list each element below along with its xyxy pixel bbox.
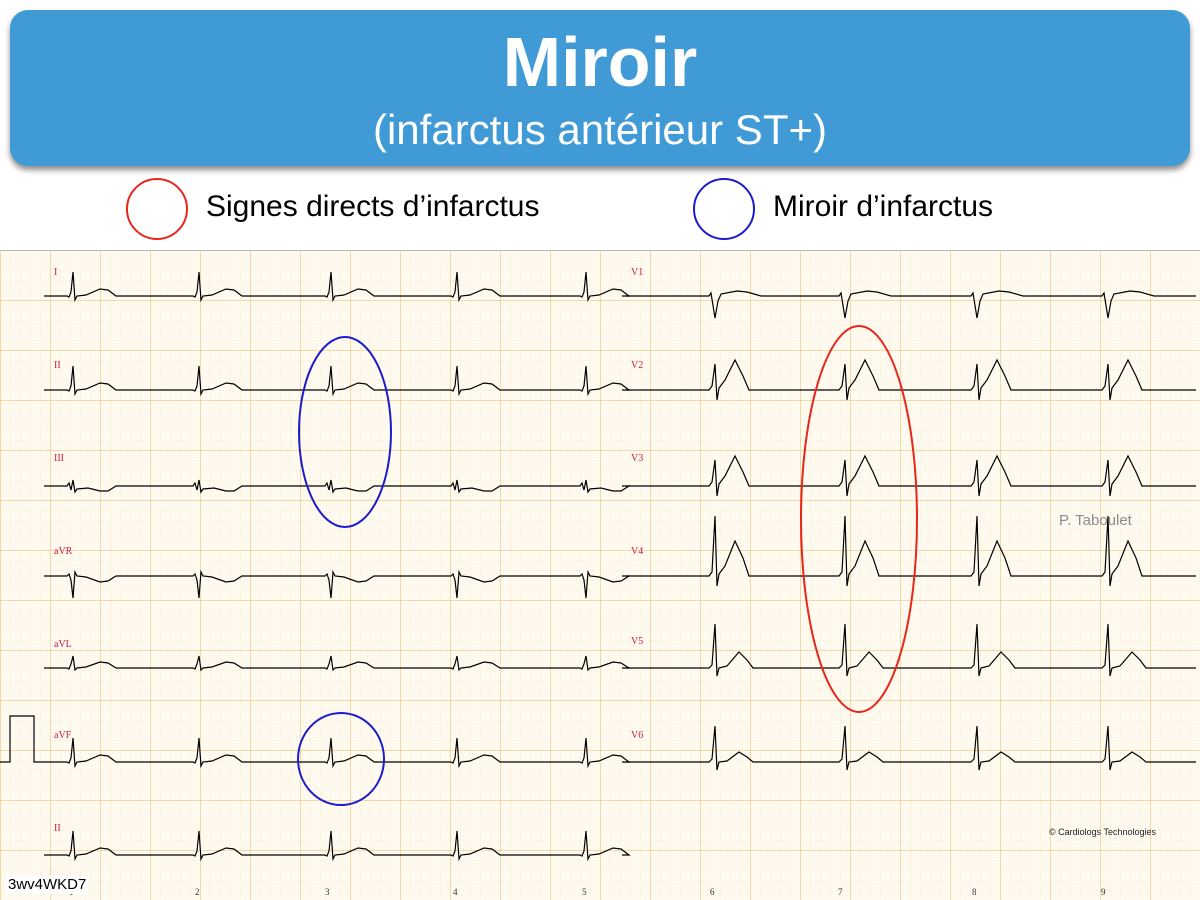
ecg-trace <box>626 290 1196 319</box>
ecg-trace <box>44 271 631 303</box>
second-label: 5 <box>582 887 587 897</box>
ecg-grid <box>0 250 1200 900</box>
mirror-circle-inferior <box>298 336 392 528</box>
image-id: 3wv4WKD7 <box>6 876 89 894</box>
ecg-trace <box>626 515 1196 587</box>
legend-mirror-label: Miroir d’infarctus <box>773 190 994 223</box>
ecg-trace <box>44 365 631 397</box>
mirror-circle-avf <box>297 712 385 806</box>
ecg-trace <box>44 479 632 494</box>
second-label: 2 <box>195 887 200 897</box>
ecg-trace <box>44 655 632 672</box>
highlight-marks <box>297 325 918 806</box>
title-banner: Miroir (infarctus antérieur ST+) <box>10 10 1190 166</box>
copyright-notice: © Cardiologs Technologies <box>1049 827 1157 837</box>
slide-subtitle: (infarctus antérieur ST+) <box>372 106 827 153</box>
legend-direct-label: Signes directs d’infarctus <box>206 190 540 223</box>
author-credit: P. Taboulet <box>1059 512 1132 529</box>
lead-label: aVL <box>54 639 72 650</box>
ecg-trace <box>626 454 1196 497</box>
lead-label: V1 <box>631 267 644 278</box>
second-label: 6 <box>710 887 715 897</box>
direct-signs-ellipse <box>800 325 918 713</box>
second-label: 7 <box>838 887 843 897</box>
lead-label: V4 <box>631 546 644 557</box>
lead-label: V6 <box>631 730 644 741</box>
ecg-tracing: I II III aVR aVL aVF II V1 V2 V3 V4 V5 V… <box>0 250 1200 900</box>
lead-label: V5 <box>631 636 644 647</box>
red-circle-icon <box>126 178 188 240</box>
lead-label: II <box>54 823 61 834</box>
second-label: 9 <box>1101 887 1106 897</box>
ecg-trace <box>626 358 1196 401</box>
blue-circle-icon <box>693 178 755 240</box>
ecg-trace <box>44 569 632 599</box>
ecg-trace <box>44 830 631 862</box>
lead-label: aVF <box>54 730 72 741</box>
second-label: 8 <box>972 887 977 897</box>
ecg-trace <box>626 725 1196 771</box>
ecg-traces <box>0 271 1196 862</box>
lead-label: III <box>54 453 64 464</box>
ecg-trace <box>44 737 631 769</box>
second-label: 4 <box>453 887 458 897</box>
lead-label: I <box>54 267 58 278</box>
lead-label: II <box>54 360 61 371</box>
lead-label: V3 <box>631 453 644 464</box>
second-label: 3 <box>325 887 330 897</box>
lead-label: aVR <box>54 546 73 557</box>
lead-label: V2 <box>631 360 644 371</box>
ecg-trace <box>626 623 1196 677</box>
slide-title: Miroir <box>502 23 698 101</box>
calibration-pulse <box>0 715 44 763</box>
